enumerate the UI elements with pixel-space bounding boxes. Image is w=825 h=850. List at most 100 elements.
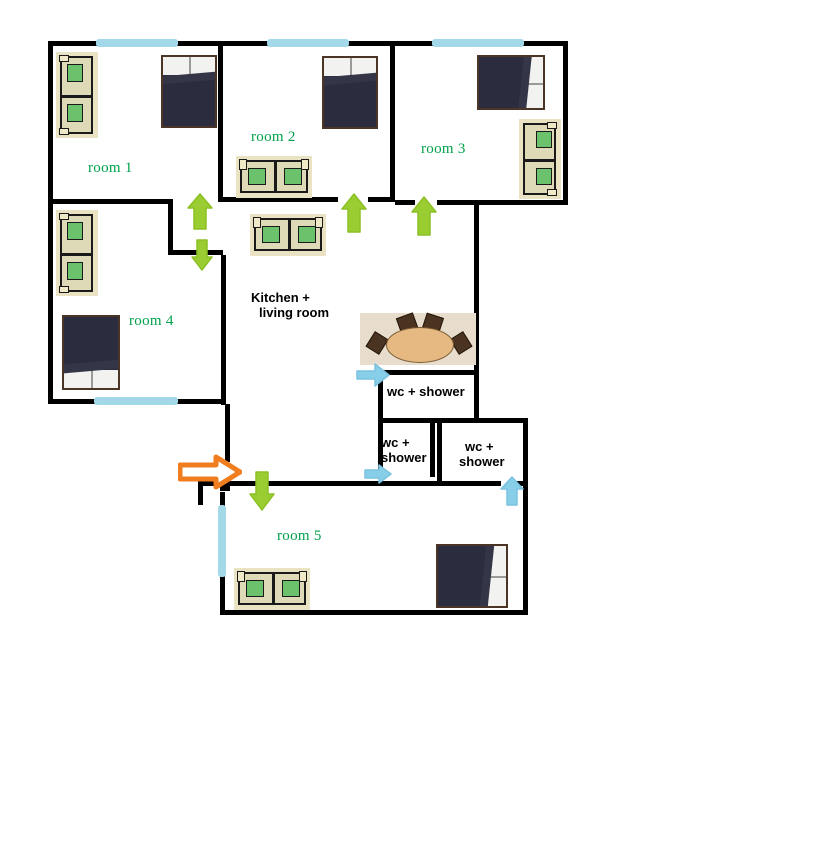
label-wc-left-line1: wc + — [381, 435, 410, 450]
sofa-cushion — [262, 226, 280, 243]
label-wc-left: wc + shower — [381, 435, 427, 465]
dining-table-top — [386, 327, 454, 363]
bed-room4 — [62, 315, 120, 390]
wall-room5-right — [523, 482, 528, 615]
wall-wc-right-top — [437, 418, 528, 423]
sofa-cushion — [67, 262, 83, 280]
wall-wc-right-left — [437, 418, 442, 482]
label-room1: room 1 — [88, 160, 133, 176]
label-room3: room 3 — [421, 141, 466, 157]
arrow-to-room2[interactable] — [341, 193, 367, 233]
sofa-cushion — [536, 168, 552, 185]
label-wc-right-line1: wc + — [465, 439, 494, 454]
window-top-2 — [267, 39, 349, 47]
bed-pillow-divider — [350, 58, 352, 76]
sofa-arm — [315, 217, 323, 228]
sofa-cushion — [284, 168, 302, 185]
wall-wc-top-top — [378, 370, 479, 375]
bed-pillow-divider — [488, 576, 506, 578]
label-wc-top: wc + shower — [387, 384, 465, 399]
wall-kitchen-right — [474, 200, 479, 370]
label-wc-left-line2: shower — [381, 450, 427, 465]
wall-room1-room2 — [218, 41, 223, 201]
dining-table-area — [360, 312, 476, 365]
label-wc-right: wc + shower — [459, 439, 505, 469]
wall-room5-top-right — [426, 481, 501, 486]
arrow-entrance[interactable] — [178, 454, 242, 490]
window-room5-left — [218, 505, 226, 577]
bed-room1 — [161, 55, 217, 128]
wall-room4-right — [221, 255, 226, 405]
bed-room3 — [477, 55, 545, 110]
label-kitchen: Kitchen + living room — [251, 290, 329, 320]
sofa-divider — [525, 159, 554, 162]
wall-wc-top-bottom — [378, 418, 479, 423]
wall-room3-bottom-left — [395, 200, 415, 205]
arrow-to-wc-top[interactable] — [356, 362, 390, 388]
bed-room5 — [436, 544, 508, 608]
sofa-divider — [272, 574, 275, 603]
arrow-to-room4[interactable] — [191, 239, 213, 271]
window-top-1 — [96, 39, 178, 47]
wall-room1-bottom — [48, 199, 173, 204]
sofa-cushion — [298, 226, 316, 243]
sofa-cushion — [67, 222, 83, 240]
wall-room2-bottom — [218, 197, 338, 202]
sofa-divider — [62, 253, 91, 256]
wall-entrance-left — [198, 481, 203, 505]
sofa-cushion — [67, 64, 83, 82]
wall-left-room4 — [48, 204, 53, 404]
wall-kitchen-right-lower — [474, 370, 479, 418]
arrow-to-wc-left[interactable] — [364, 463, 392, 485]
arrow-to-room1[interactable] — [187, 193, 213, 230]
sofa-kitchen — [253, 217, 323, 251]
bed-pillow-divider — [189, 57, 191, 75]
sofa-arm — [59, 286, 69, 293]
arrow-to-wc-right[interactable] — [500, 476, 524, 506]
wall-room5-bottom — [220, 610, 528, 615]
wall-room2-bottom-right — [368, 197, 395, 202]
sofa-cushion — [246, 580, 264, 597]
sofa-divider — [274, 162, 277, 191]
window-room4-bottom — [94, 397, 178, 405]
sofa-arm — [547, 122, 557, 129]
sofa-arm — [239, 159, 247, 170]
sofa-cushion — [536, 131, 552, 148]
wall-left-room1 — [48, 41, 53, 204]
wall-wc-left-right — [430, 423, 435, 477]
wall-kitchen-left-lower — [225, 404, 230, 462]
sofa-arm — [59, 55, 69, 62]
sofa-arm — [59, 213, 69, 220]
wall-wc-top-left — [378, 370, 383, 422]
label-kitchen-line2: living room — [259, 305, 330, 320]
label-room4: room 4 — [129, 313, 174, 329]
sofa-arm — [547, 189, 557, 196]
sofa-room4 — [59, 213, 93, 293]
window-top-3 — [432, 39, 524, 47]
sofa-cushion — [67, 104, 83, 122]
bed-pillow-divider — [526, 82, 543, 85]
label-wc-top-line1: wc + shower — [387, 384, 465, 399]
arrow-to-room5[interactable] — [249, 471, 275, 511]
arrow-to-room3[interactable] — [411, 196, 437, 236]
sofa-arm — [237, 571, 245, 582]
wall-room4-top-right — [168, 250, 223, 255]
wall-room3-bottom — [437, 200, 568, 205]
wall-room5-top-cap — [220, 486, 230, 491]
sofa-divider — [288, 220, 291, 249]
wall-room5-top-far — [515, 481, 528, 486]
sofa-divider — [62, 95, 91, 98]
wall-room1-bottom-stub — [168, 199, 173, 255]
sofa-room5 — [237, 571, 307, 605]
sofa-room1 — [59, 55, 93, 135]
sofa-room2 — [239, 159, 309, 193]
bed-pillow-divider — [91, 369, 93, 388]
label-room5: room 5 — [277, 528, 322, 544]
label-kitchen-line1: Kitchen + — [251, 290, 310, 305]
sofa-arm — [299, 571, 307, 582]
wall-room2-room3 — [390, 41, 395, 201]
sofa-cushion — [248, 168, 266, 185]
sofa-arm — [301, 159, 309, 170]
wall-room5-top-left — [230, 481, 426, 486]
